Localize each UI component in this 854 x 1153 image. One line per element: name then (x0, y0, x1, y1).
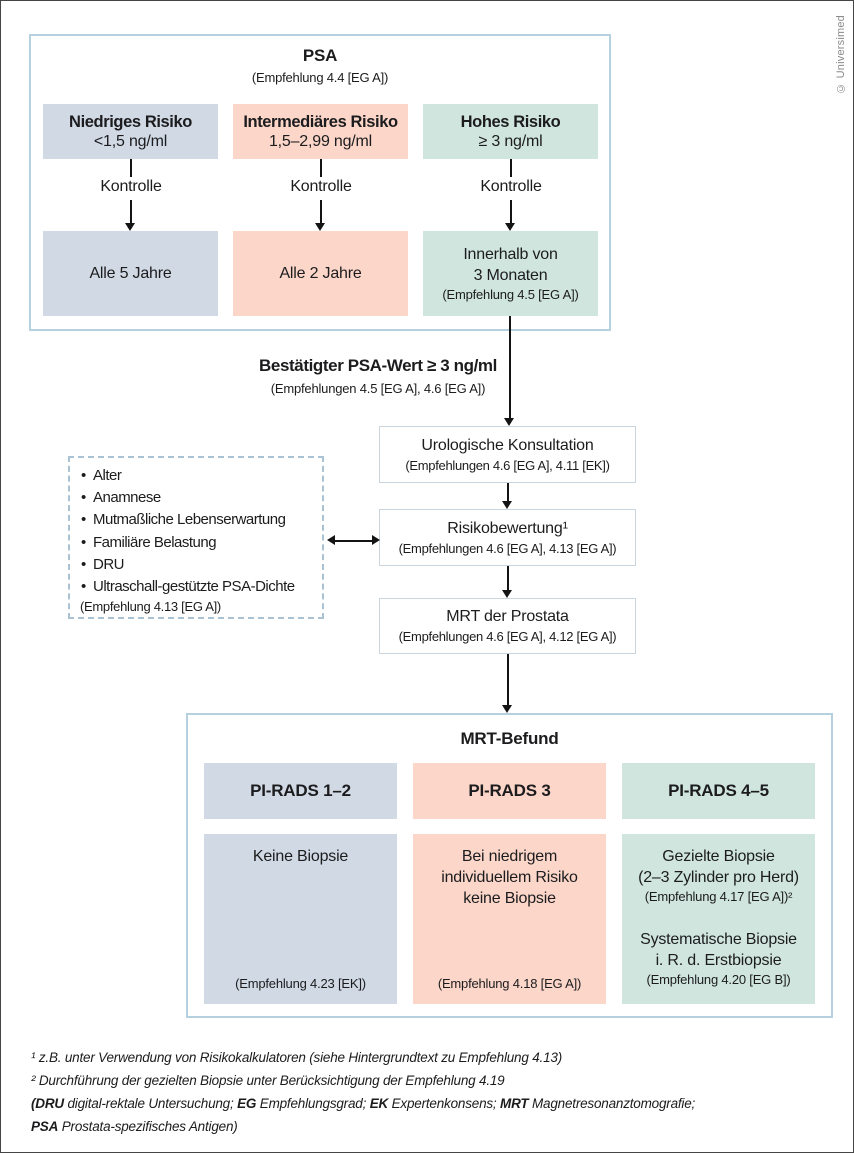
connector-label-kontrolle: Kontrolle (100, 178, 162, 195)
arrowhead-left-icon (327, 535, 335, 545)
pirads-1-2-text: Keine Biopsie (252, 848, 349, 865)
pirads-4-5-header: PI-RADS 4–5 (622, 763, 815, 819)
risk-box-low: Niedriges Risiko <1,5 ng/ml (43, 104, 218, 159)
step-subtitle: (Empfehlungen 4.6 [EG A], 4.12 [EG A]) (398, 629, 617, 644)
footnote-line: ² Durchführung der gezielten Biopsie unt… (31, 1073, 505, 1088)
pirads-4-5-block1-note: (Empfehlung 4.17 [EG A])² (644, 889, 793, 904)
risk-box-intermediate-label: Intermediäres Risiko (243, 112, 398, 131)
connector-line (507, 654, 509, 706)
footnotes-block: ¹ z.B. unter Verwendung von Risikokalkul… (31, 1046, 831, 1138)
connector-line (130, 159, 132, 177)
result-box-high-line2: 3 Monaten (473, 266, 548, 284)
connector-line (130, 200, 132, 223)
mrt-befund-section-frame: MRT-Befund PI-RADS 1–2 PI-RADS 3 PI-RADS… (186, 713, 833, 1018)
arrowhead-down-icon (315, 223, 325, 231)
arrowhead-down-icon (502, 705, 512, 713)
pirads-4-5-body: Gezielte Biopsie (2–3 Zylinder pro Herd)… (622, 834, 815, 1004)
footnote-line: ¹ z.B. unter Verwendung von Risikokalkul… (31, 1050, 562, 1065)
connector-line (507, 483, 509, 502)
copyright-label: © Universimed (835, 15, 847, 94)
result-box-intermediate-text: Alle 2 Jahre (279, 265, 362, 282)
confirmed-psa-block: Bestätigter PSA-Wert ≥ 3 ng/ml (Empfehlu… (243, 356, 513, 396)
risk-factors-note: (Empfehlung 4.13 [EG A]) (80, 599, 221, 615)
connector-line (320, 159, 322, 177)
connector-line (509, 316, 511, 419)
connector-label-kontrolle: Kontrolle (290, 178, 352, 195)
risk-box-high-label: Hohes Risiko (460, 112, 561, 131)
risk-box-intermediate: Intermediäres Risiko 1,5–2,99 ng/ml (233, 104, 408, 159)
footnote-line: PSA Prostata-spezifisches Antigen) (31, 1119, 238, 1134)
risk-box-high-value: ≥ 3 ng/ml (478, 132, 543, 150)
arrowhead-right-icon (372, 535, 380, 545)
step-subtitle: (Empfehlungen 4.6 [EG A], 4.11 [EK]) (405, 457, 610, 473)
connector-line (320, 200, 322, 223)
connector-line (334, 540, 372, 542)
step-box-urologische-konsultation: Urologische Konsultation (Empfehlungen 4… (379, 426, 636, 483)
arrowhead-down-icon (502, 590, 512, 598)
result-box-low: Alle 5 Jahre (43, 231, 218, 316)
pirads-1-2-body: Keine Biopsie (Empfehlung 4.23 [EK]) (204, 834, 397, 1004)
step-title: MRT der Prostata (446, 608, 569, 625)
pirads-3-header: PI-RADS 3 (413, 763, 606, 819)
risk-factor-item: DRU (80, 554, 314, 576)
arrowhead-down-icon (504, 418, 514, 426)
psa-section-frame: PSA (Empfehlung 4.4 [EG A]) Niedriges Ri… (29, 34, 611, 331)
pirads-4-5-block1-line1: Gezielte Biopsie (662, 848, 775, 865)
pirads-1-2-header: PI-RADS 1–2 (204, 763, 397, 819)
pirads-3-text-line1: Bei niedrigem (461, 848, 558, 865)
result-box-low-text: Alle 5 Jahre (89, 265, 172, 282)
risk-factor-item: Familiäre Belastung (80, 532, 314, 554)
step-box-mrt-der-prostata: MRT der Prostata (Empfehlungen 4.6 [EG A… (379, 598, 636, 654)
risk-box-intermediate-value: 1,5–2,99 ng/ml (268, 132, 373, 150)
step-title: Risikobewertung¹ (447, 519, 568, 537)
risk-factors-box: Alter Anamnese Mutmaßliche Lebenserwartu… (68, 456, 324, 619)
pirads-1-2-note: (Empfehlung 4.23 [EK]) (235, 976, 366, 991)
pirads-3-text-line2: individuellem Risiko (441, 869, 578, 886)
step-box-risikobewertung: Risikobewertung¹ (Empfehlungen 4.6 [EG A… (379, 509, 636, 566)
psa-section-title: PSA (302, 46, 338, 65)
connector-line (507, 566, 509, 591)
pirads-3-body: Bei niedrigem individuellem Risiko keine… (413, 834, 606, 1004)
mrt-befund-title: MRT-Befund (460, 729, 559, 748)
risk-factor-item: Mutmaßliche Lebenserwartung (80, 509, 314, 531)
connector-label-kontrolle: Kontrolle (480, 178, 542, 195)
risk-factor-item: Alter (80, 465, 314, 487)
risk-factor-item: Ultraschall-gestützte PSA-Dichte (80, 576, 314, 598)
footnote-line: (DRU digital-rektale Untersuchung; EG Em… (31, 1096, 696, 1111)
risk-box-low-value: <1,5 ng/ml (93, 132, 168, 150)
confirmed-psa-subtitle: (Empfehlungen 4.5 [EG A], 4.6 [EG A]) (270, 381, 486, 396)
pirads-4-5-block2-line1: Systematische Biopsie (640, 931, 797, 948)
risk-box-low-label: Niedriges Risiko (69, 112, 192, 131)
pirads-3-note: (Empfehlung 4.18 [EG A]) (437, 976, 582, 991)
risk-box-high: Hohes Risiko ≥ 3 ng/ml (423, 104, 598, 159)
pirads-3-text-line3: keine Biopsie (463, 890, 556, 907)
pirads-4-5-block2-note: (Empfehlung 4.20 [EG B]) (646, 972, 791, 987)
risk-factors-list: Alter Anamnese Mutmaßliche Lebenserwartu… (80, 465, 314, 598)
risk-factor-item: Anamnese (80, 487, 314, 509)
arrowhead-down-icon (502, 501, 512, 509)
arrowhead-down-icon (125, 223, 135, 231)
result-box-intermediate: Alle 2 Jahre (233, 231, 408, 316)
psa-section-subtitle: (Empfehlung 4.4 [EG A]) (251, 70, 389, 85)
arrowhead-down-icon (505, 223, 515, 231)
step-title: Urologische Konsultation (421, 436, 594, 454)
connector-line (510, 200, 512, 223)
pirads-4-5-block2-line2: i. R. d. Erstbiopsie (655, 952, 782, 969)
result-box-high-line1: Innerhalb von (463, 245, 558, 263)
step-subtitle: (Empfehlungen 4.6 [EG A], 4.13 [EG A]) (398, 540, 617, 556)
result-box-high-note: (Empfehlung 4.5 [EG A]) (442, 286, 579, 302)
result-box-high: Innerhalb von 3 Monaten (Empfehlung 4.5 … (423, 231, 598, 316)
confirmed-psa-title: Bestätigter PSA-Wert ≥ 3 ng/ml (259, 356, 497, 375)
pirads-4-5-block1-line2: (2–3 Zylinder pro Herd) (638, 869, 799, 886)
connector-line (510, 159, 512, 177)
